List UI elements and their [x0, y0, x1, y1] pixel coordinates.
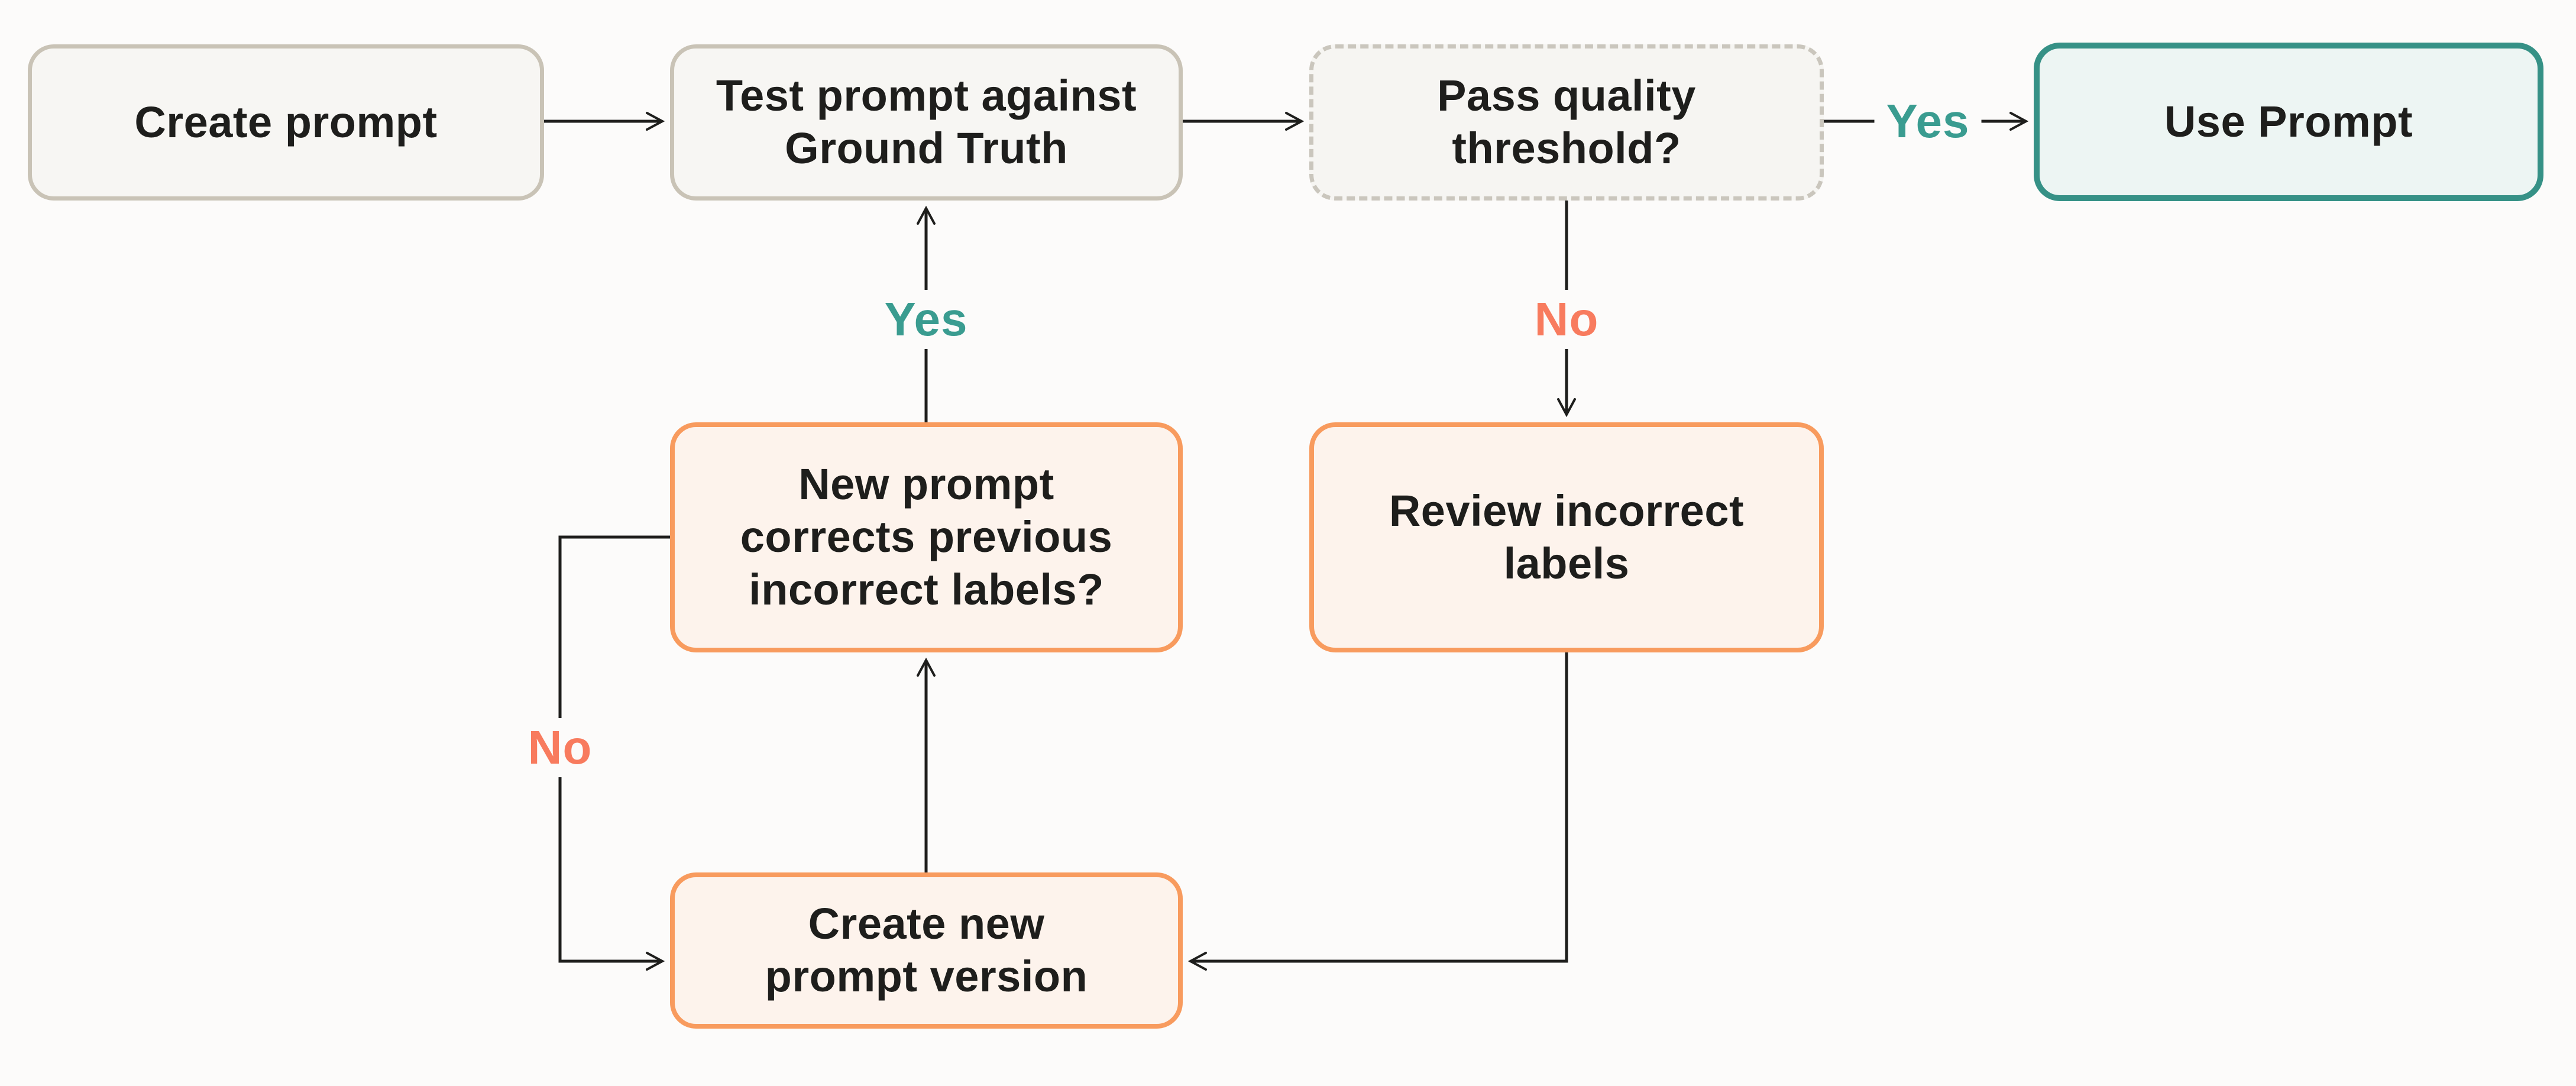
arrow-review-to-newversion	[1187, 652, 1568, 971]
edge-label-pass-no: No	[1522, 290, 1611, 349]
node-use-prompt: Use Prompt	[2034, 43, 2543, 201]
node-pass-quality-threshold-label: Pass quality threshold?	[1437, 71, 1696, 173]
edge-label-corrects-yes: Yes	[872, 290, 980, 349]
edge-label-corrects-no: No	[516, 718, 604, 777]
node-pass-quality-threshold: Pass quality threshold?	[1309, 44, 1824, 201]
node-create-prompt-label: Create prompt	[134, 97, 438, 147]
node-review-incorrect-labels: Review incorrect labels	[1309, 422, 1824, 652]
node-new-prompt-corrects: New prompt corrects previous incorrect l…	[670, 422, 1183, 652]
node-test-prompt: Test prompt against Ground Truth	[670, 44, 1183, 201]
node-new-prompt-corrects-label: New prompt corrects previous incorrect l…	[740, 460, 1113, 614]
edge-label-pass-yes: Yes	[1874, 92, 1982, 151]
node-create-new-prompt-version-label: Create new prompt version	[765, 899, 1088, 1001]
node-use-prompt-label: Use Prompt	[2164, 96, 2413, 146]
node-create-prompt: Create prompt	[28, 44, 544, 201]
node-review-incorrect-labels-label: Review incorrect labels	[1389, 486, 1745, 588]
node-create-new-prompt-version: Create new prompt version	[670, 872, 1183, 1029]
node-test-prompt-label: Test prompt against Ground Truth	[716, 71, 1137, 173]
